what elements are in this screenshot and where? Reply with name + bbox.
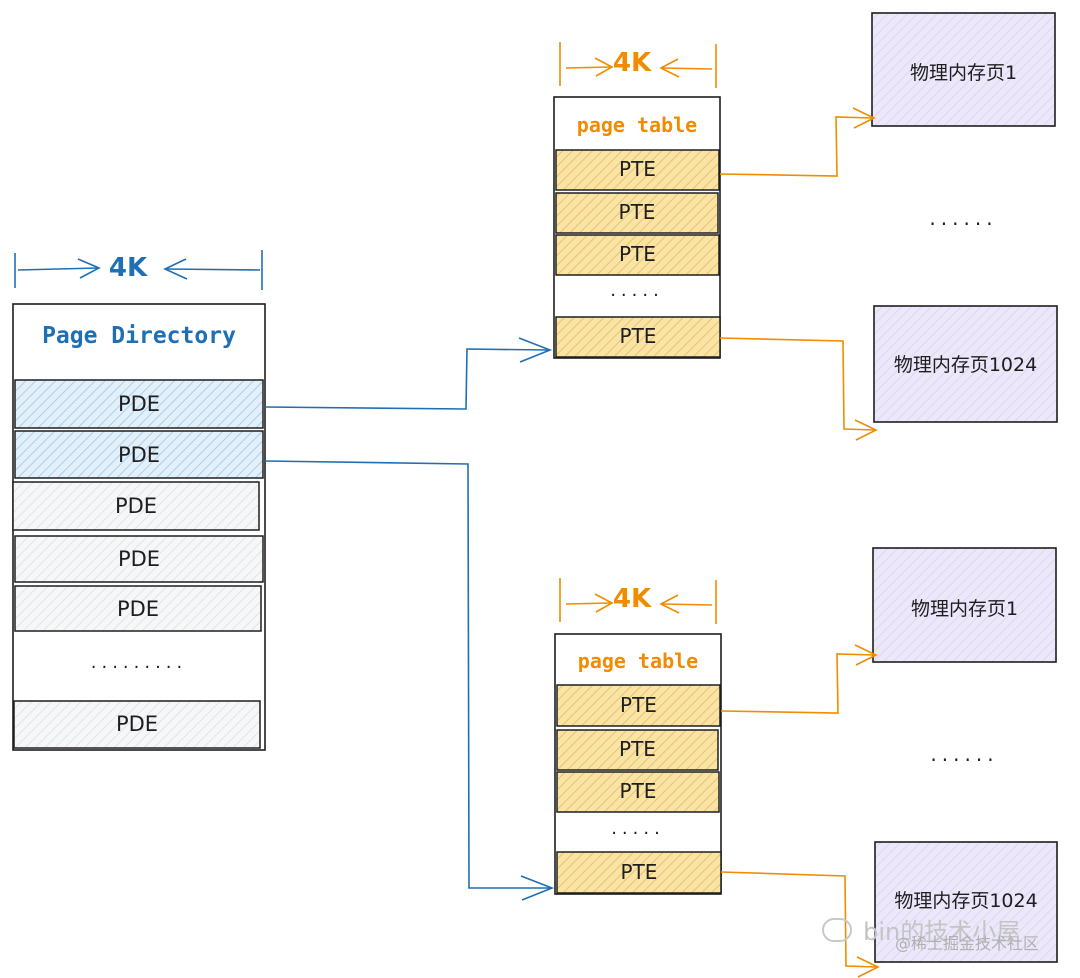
- directory-size-dimension: [14, 250, 263, 290]
- pte-ellipsis: .....: [611, 818, 665, 839]
- pte-row: [556, 729, 719, 771]
- pte-label: PTE: [619, 157, 656, 181]
- pde-row: [14, 535, 264, 583]
- memory-page-1024-bottom: [874, 841, 1058, 963]
- pte-row: [555, 234, 720, 276]
- page-table-1: [553, 42, 721, 359]
- pte-label: PTE: [618, 200, 656, 224]
- memory-page-1024-top: [873, 305, 1058, 423]
- watermark-sub: @稀土掘金技术社区: [895, 934, 1040, 953]
- page-table-2-title: page table: [577, 649, 699, 673]
- arrow-pde-to-table-2: [264, 460, 550, 889]
- watermark: bin的技术小屋: [822, 912, 1020, 947]
- memory-page-1024-label: 物理内存页1024: [894, 890, 1038, 912]
- memory-ellipsis: ......: [930, 742, 999, 766]
- pte-ellipsis: .....: [610, 280, 664, 301]
- pte-row: [555, 192, 719, 234]
- directory-size-label: 4K: [108, 253, 148, 283]
- pte-label: PTE: [619, 737, 656, 761]
- arrow-pte-to-page-1-top: [719, 116, 873, 177]
- pte-label: PTE: [619, 324, 657, 348]
- pde-row: [14, 379, 264, 429]
- pde-label: PDE: [116, 597, 160, 621]
- pde-row: [12, 481, 260, 531]
- page-table-2-size-dimension: [559, 578, 717, 624]
- memory-page-1-label: 物理内存页1: [910, 598, 1019, 620]
- pte-label: PTE: [619, 242, 656, 266]
- memory-page-1-bottom: [872, 547, 1057, 663]
- pde-label: PDE: [114, 494, 158, 518]
- page-table-1-size-dimension: [559, 42, 717, 88]
- pte-row: [556, 771, 720, 813]
- arrow-pde-to-table-1: [264, 348, 549, 410]
- pde-label: PDE: [117, 547, 161, 571]
- arrow-pte-to-page-1-bottom: [720, 653, 875, 714]
- pte-to-memory-arrows: [719, 107, 880, 978]
- page-directory: [12, 250, 266, 751]
- memory-page-1-top: [871, 12, 1056, 127]
- pte-label: PTE: [619, 779, 657, 803]
- pde-label: PDE: [115, 712, 159, 736]
- pde-to-page-table-arrows: [264, 337, 555, 901]
- pte-row: [556, 851, 722, 894]
- pde-row: [14, 585, 262, 632]
- pte-row: [556, 684, 721, 727]
- pte-row: [555, 149, 720, 191]
- watermark-main: bin的技术小屋: [863, 918, 1021, 946]
- memory-ellipsis: ......: [929, 206, 998, 230]
- pde-row: [13, 700, 261, 749]
- pde-row: [14, 430, 264, 479]
- pte-label: PTE: [620, 693, 657, 717]
- watermark-logo-icon: [822, 917, 852, 942]
- pde-label: PDE: [117, 443, 161, 467]
- directory-title: Page Directory: [42, 323, 236, 349]
- pte-row: [555, 316, 721, 358]
- pde-ellipsis: .........: [90, 652, 188, 673]
- page-table-1-title: page table: [576, 113, 698, 137]
- memory-page-1-label: 物理内存页1: [909, 62, 1018, 84]
- arrow-pte-to-page-1024-top: [719, 337, 876, 431]
- pde-label: PDE: [117, 392, 161, 416]
- page-table-1-size-label: 4K: [612, 48, 652, 78]
- page-table-2-size-label: 4K: [612, 584, 652, 614]
- page-table-2: [554, 578, 722, 895]
- pte-label: PTE: [620, 860, 658, 884]
- memory-page-1024-label: 物理内存页1024: [893, 354, 1038, 376]
